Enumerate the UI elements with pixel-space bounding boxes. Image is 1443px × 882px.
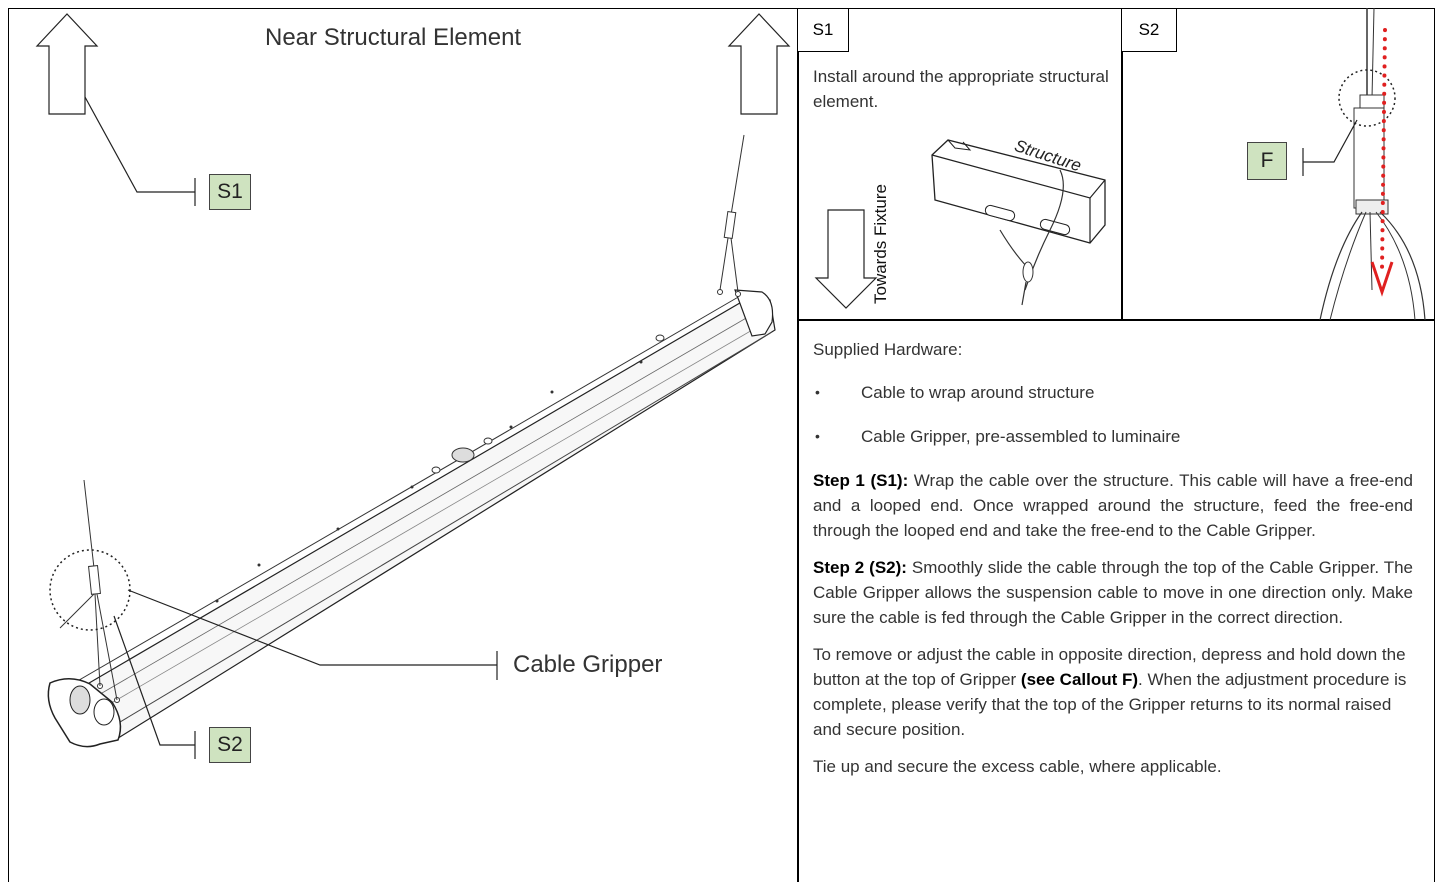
up-arrow-left-icon xyxy=(35,13,99,115)
bullet-icon: • xyxy=(815,428,820,444)
callout-s2: S2 xyxy=(209,727,251,763)
step-2: Step 2 (S2): Smoothly slide the cable th… xyxy=(813,558,1413,627)
hardware-heading: Supplied Hardware: xyxy=(813,340,963,359)
towards-fixture-label: Towards Fixture xyxy=(871,184,890,304)
panel-tag-s2: S2 xyxy=(1121,8,1177,52)
cable-gripper-label: Cable Gripper xyxy=(513,651,663,678)
panel-divider-main xyxy=(797,8,799,882)
direction-arrow-icon xyxy=(1370,261,1394,297)
leader-line-s2 xyxy=(113,615,195,746)
structure-bracket-drawing xyxy=(931,139,1106,306)
leader-line-cable-gripper xyxy=(127,589,497,666)
adjust-instructions: To remove or adjust the cable in opposit… xyxy=(813,645,1407,739)
down-arrow-icon xyxy=(814,209,878,309)
instructions-panel: Supplied Hardware: •Cable to wrap around… xyxy=(813,337,1413,791)
hardware-list: •Cable to wrap around structure •Cable G… xyxy=(813,380,1413,449)
bullet-icon: • xyxy=(815,384,820,400)
gripper-detail-drawing xyxy=(1302,7,1426,321)
panel-divider-s1-s2 xyxy=(1121,8,1123,320)
final-instruction: Tie up and secure the excess cable, wher… xyxy=(813,757,1222,776)
leader-line-s1 xyxy=(84,96,195,193)
panel-tag-s1: S1 xyxy=(797,8,849,52)
step-1: Step 1 (S1): Wrap the cable over the str… xyxy=(813,471,1413,540)
gripper-detail-circle xyxy=(49,549,131,631)
list-item: •Cable to wrap around structure xyxy=(813,380,1413,405)
document-frame xyxy=(8,8,1435,882)
list-item: •Cable Gripper, pre-assembled to luminai… xyxy=(813,424,1413,449)
callout-s1: S1 xyxy=(209,174,251,210)
up-arrow-right-icon xyxy=(727,13,791,115)
main-title: Near Structural Element xyxy=(265,24,522,51)
s1-description: Install around the appropriate structura… xyxy=(813,67,1109,111)
callout-f: F xyxy=(1247,142,1287,180)
luminaire-body xyxy=(47,289,776,748)
panel-divider-top-bottom xyxy=(797,319,1435,321)
